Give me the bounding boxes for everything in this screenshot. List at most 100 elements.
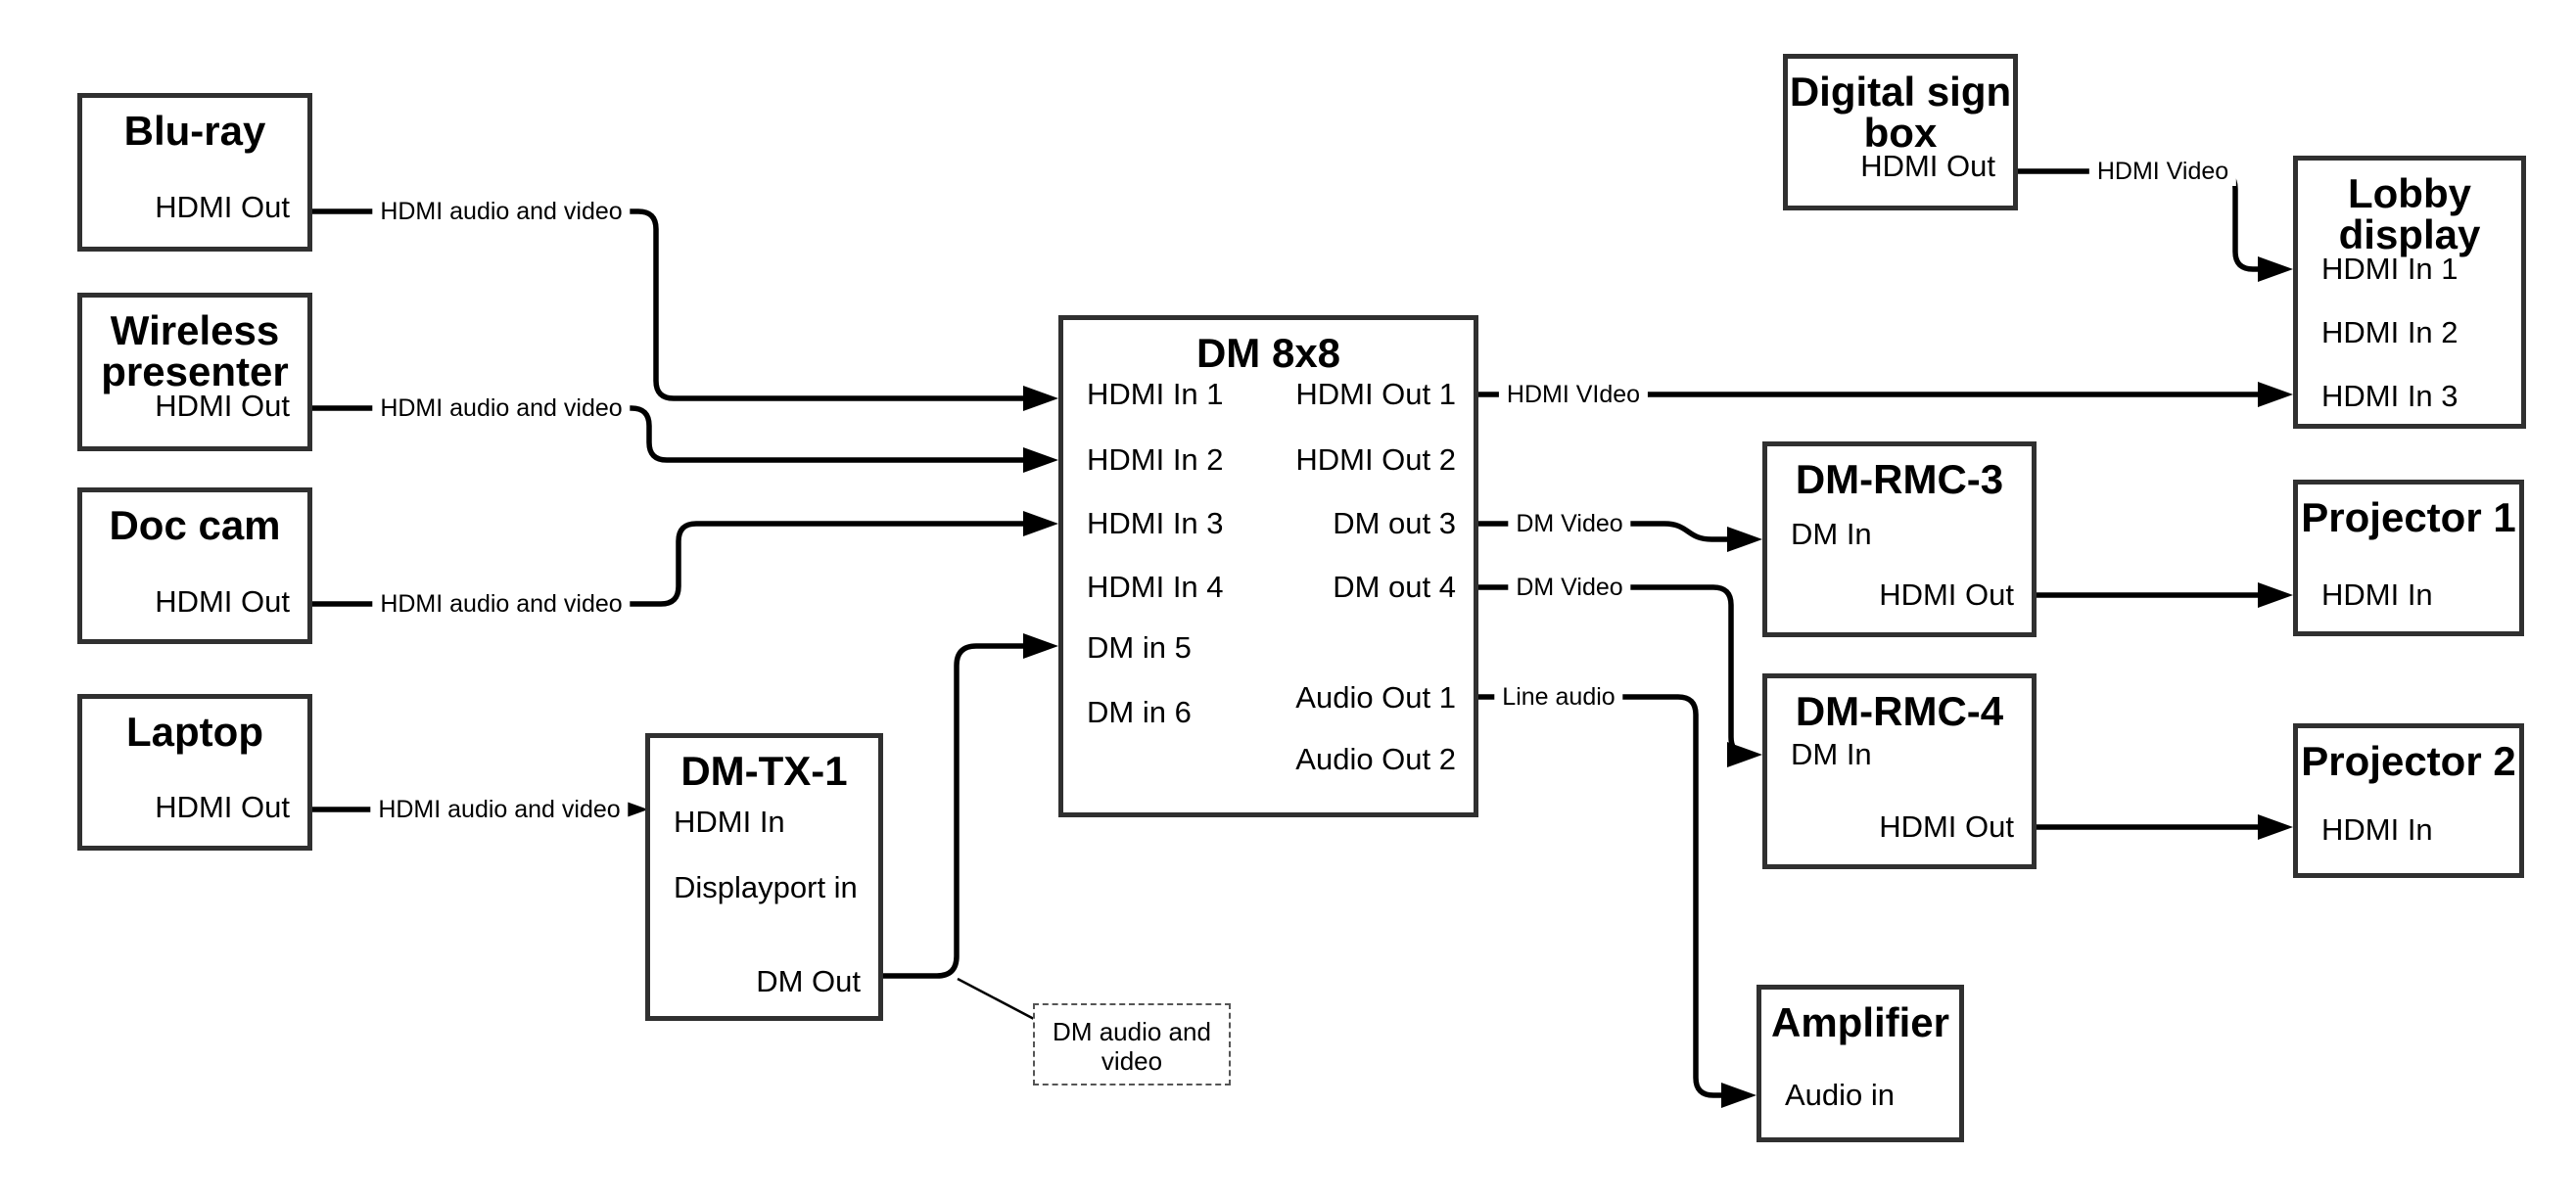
- port-wireless-presenter-hdmi-out: HDMI Out: [155, 389, 290, 423]
- edge-bluray-to-hdmi-in-1: [312, 208, 1026, 401]
- port-dm-8x8-dm-out-4: DM out 4: [1333, 570, 1456, 604]
- node-title-line: Projector 1: [2301, 494, 2516, 540]
- node-title-projector-2: Projector 2: [2298, 728, 2519, 782]
- port-dm-tx-1-dm-out: DM Out: [756, 964, 861, 998]
- node-projector-2: Projector 2 HDMI In: [2293, 723, 2524, 878]
- port-dm-8x8-hdmi-out-2: HDMI Out 2: [1295, 442, 1456, 477]
- node-title-doc-cam: Doc cam: [82, 492, 307, 546]
- port-lobby-display-hdmi-in-1: HDMI In 1: [2321, 252, 2459, 286]
- edge-label-laptop-to-dm-tx-1: HDMI audio and video: [370, 795, 629, 824]
- node-title-dm-8x8: DM 8x8: [1063, 320, 1474, 374]
- annotation-line: video: [1101, 1046, 1163, 1076]
- node-title-amplifier: Amplifier: [1761, 990, 1959, 1043]
- node-title-line: DM-RMC-4: [1795, 688, 2004, 734]
- arrowhead-bluray-to-hdmi-in-1: [1023, 386, 1058, 411]
- node-title-line: Projector 2: [2301, 738, 2516, 784]
- node-title-dm-rmc-4: DM-RMC-4: [1767, 678, 2032, 732]
- node-title-line: Digital sign: [1789, 69, 2012, 115]
- edge-label-doccam-to-hdmi-in-3: HDMI audio and video: [372, 589, 631, 619]
- port-doc-cam-hdmi-out: HDMI Out: [155, 584, 290, 619]
- edge-dm-out-3-to-rmc-3: [1478, 521, 1731, 542]
- port-dm-8x8-hdmi-in-4: HDMI In 4: [1087, 570, 1224, 604]
- port-projector-2-hdmi-in: HDMI In: [2321, 812, 2433, 847]
- port-dm-8x8-dm-in-6: DM in 6: [1087, 695, 1192, 729]
- port-dm-8x8-hdmi-in-3: HDMI In 3: [1087, 506, 1224, 540]
- node-title-line: Lobby: [2348, 170, 2471, 216]
- edge-label-audio-out-1-to-amplifier: Line audio: [1494, 682, 1623, 712]
- node-title-line: display: [2338, 211, 2481, 257]
- port-projector-1-hdmi-in: HDMI In: [2321, 577, 2433, 612]
- port-dm-8x8-dm-out-3: DM out 3: [1333, 506, 1456, 540]
- port-dm-8x8-audio-out-2: Audio Out 2: [1295, 742, 1456, 776]
- port-dm-tx-1-hdmi-in: HDMI In: [674, 805, 785, 839]
- port-dm-rmc-3-hdmi-out: HDMI Out: [1879, 577, 2014, 612]
- node-title-line: Laptop: [126, 709, 263, 755]
- node-title-line: presenter: [101, 348, 289, 394]
- port-lobby-display-hdmi-in-3: HDMI In 3: [2321, 379, 2459, 413]
- port-dm-8x8-audio-out-1: Audio Out 1: [1295, 680, 1456, 715]
- edge-audio-out-1-to-amplifier: [1478, 694, 1725, 1098]
- port-dm-rmc-4-dm-in: DM In: [1791, 737, 1872, 771]
- edge-label-dm-out-4-to-rmc-4: DM Video: [1508, 573, 1631, 602]
- node-title-projector-1: Projector 1: [2298, 485, 2519, 538]
- edge-wireless-to-hdmi-in-2: [312, 405, 1026, 463]
- edge-digital-sign-to-lobby-in-1: [2018, 168, 2260, 272]
- node-title-dm-rmc-3: DM-RMC-3: [1767, 446, 2032, 500]
- edge-label-wireless-to-hdmi-in-2: HDMI audio and video: [372, 393, 631, 423]
- arrowhead-dm-out-4-to-rmc-4: [1727, 742, 1762, 767]
- node-title-line: DM-RMC-3: [1795, 456, 2004, 502]
- edge-dm-out-4-to-rmc-4: [1478, 584, 1750, 758]
- node-title-dm-tx-1: DM-TX-1: [650, 738, 878, 792]
- arrowhead-digital-sign-to-lobby-in-1: [2258, 256, 2293, 282]
- annotation-line: DM audio and: [1053, 1017, 1211, 1046]
- arrowhead-audio-out-1-to-amplifier: [1721, 1083, 1756, 1108]
- node-title-blu-ray: Blu-ray: [82, 98, 307, 152]
- port-amplifier-audio-in: Audio in: [1785, 1078, 1896, 1112]
- arrowhead-rmc-3-to-projector-1: [2258, 582, 2293, 608]
- node-projector-1: Projector 1 HDMI In: [2293, 480, 2524, 636]
- arrowhead-rmc-4-to-projector-2: [2258, 814, 2293, 840]
- edge-dm-tx-1-to-dm-in-5: [883, 643, 1026, 979]
- edge-label-digital-sign-to-lobby-in-1: HDMI Video: [2088, 157, 2237, 186]
- port-dm-rmc-4-hdmi-out: HDMI Out: [1879, 809, 2014, 844]
- port-lobby-display-hdmi-in-2: HDMI In 2: [2321, 315, 2459, 349]
- edge-doccam-to-hdmi-in-3: [312, 521, 1026, 607]
- port-dm-rmc-3-dm-in: DM In: [1791, 517, 1872, 551]
- port-dm-8x8-hdmi-in-2: HDMI In 2: [1087, 442, 1224, 477]
- port-laptop-hdmi-out: HDMI Out: [155, 790, 290, 824]
- port-dm-tx-1-displayport-in: Displayport in: [674, 870, 858, 904]
- edge-label-bluray-to-hdmi-in-1: HDMI audio and video: [372, 197, 631, 226]
- node-title-line: Blu-ray: [123, 108, 266, 154]
- node-title-line: Amplifier: [1770, 999, 1950, 1045]
- port-dm-8x8-hdmi-in-1: HDMI In 1: [1087, 377, 1224, 411]
- arrowhead-dm-tx-1-to-dm-in-5: [1023, 633, 1058, 659]
- annotation-leader-line: [957, 977, 1035, 1021]
- port-dm-8x8-dm-in-5: DM in 5: [1087, 630, 1192, 665]
- node-title-laptop: Laptop: [82, 699, 307, 753]
- node-title-line: DM-TX-1: [680, 748, 848, 794]
- edge-label-dm-out-3-to-rmc-3: DM Video: [1508, 509, 1631, 538]
- port-dm-8x8-hdmi-out-1: HDMI Out 1: [1295, 377, 1456, 411]
- edge-label-hdmi-out-1-to-lobby-in-3: HDMI VIdeo: [1498, 380, 1649, 409]
- port-digital-sign-box-hdmi-out: HDMI Out: [1860, 149, 1995, 183]
- arrowhead-hdmi-out-1-to-lobby-in-3: [2258, 382, 2293, 407]
- node-title-line: Doc cam: [109, 502, 281, 548]
- arrowhead-wireless-to-hdmi-in-2: [1023, 447, 1058, 473]
- arrowhead-dm-out-3-to-rmc-3: [1727, 527, 1762, 552]
- node-title-line: Wireless: [110, 307, 280, 353]
- node-title-line: box: [1863, 110, 1938, 156]
